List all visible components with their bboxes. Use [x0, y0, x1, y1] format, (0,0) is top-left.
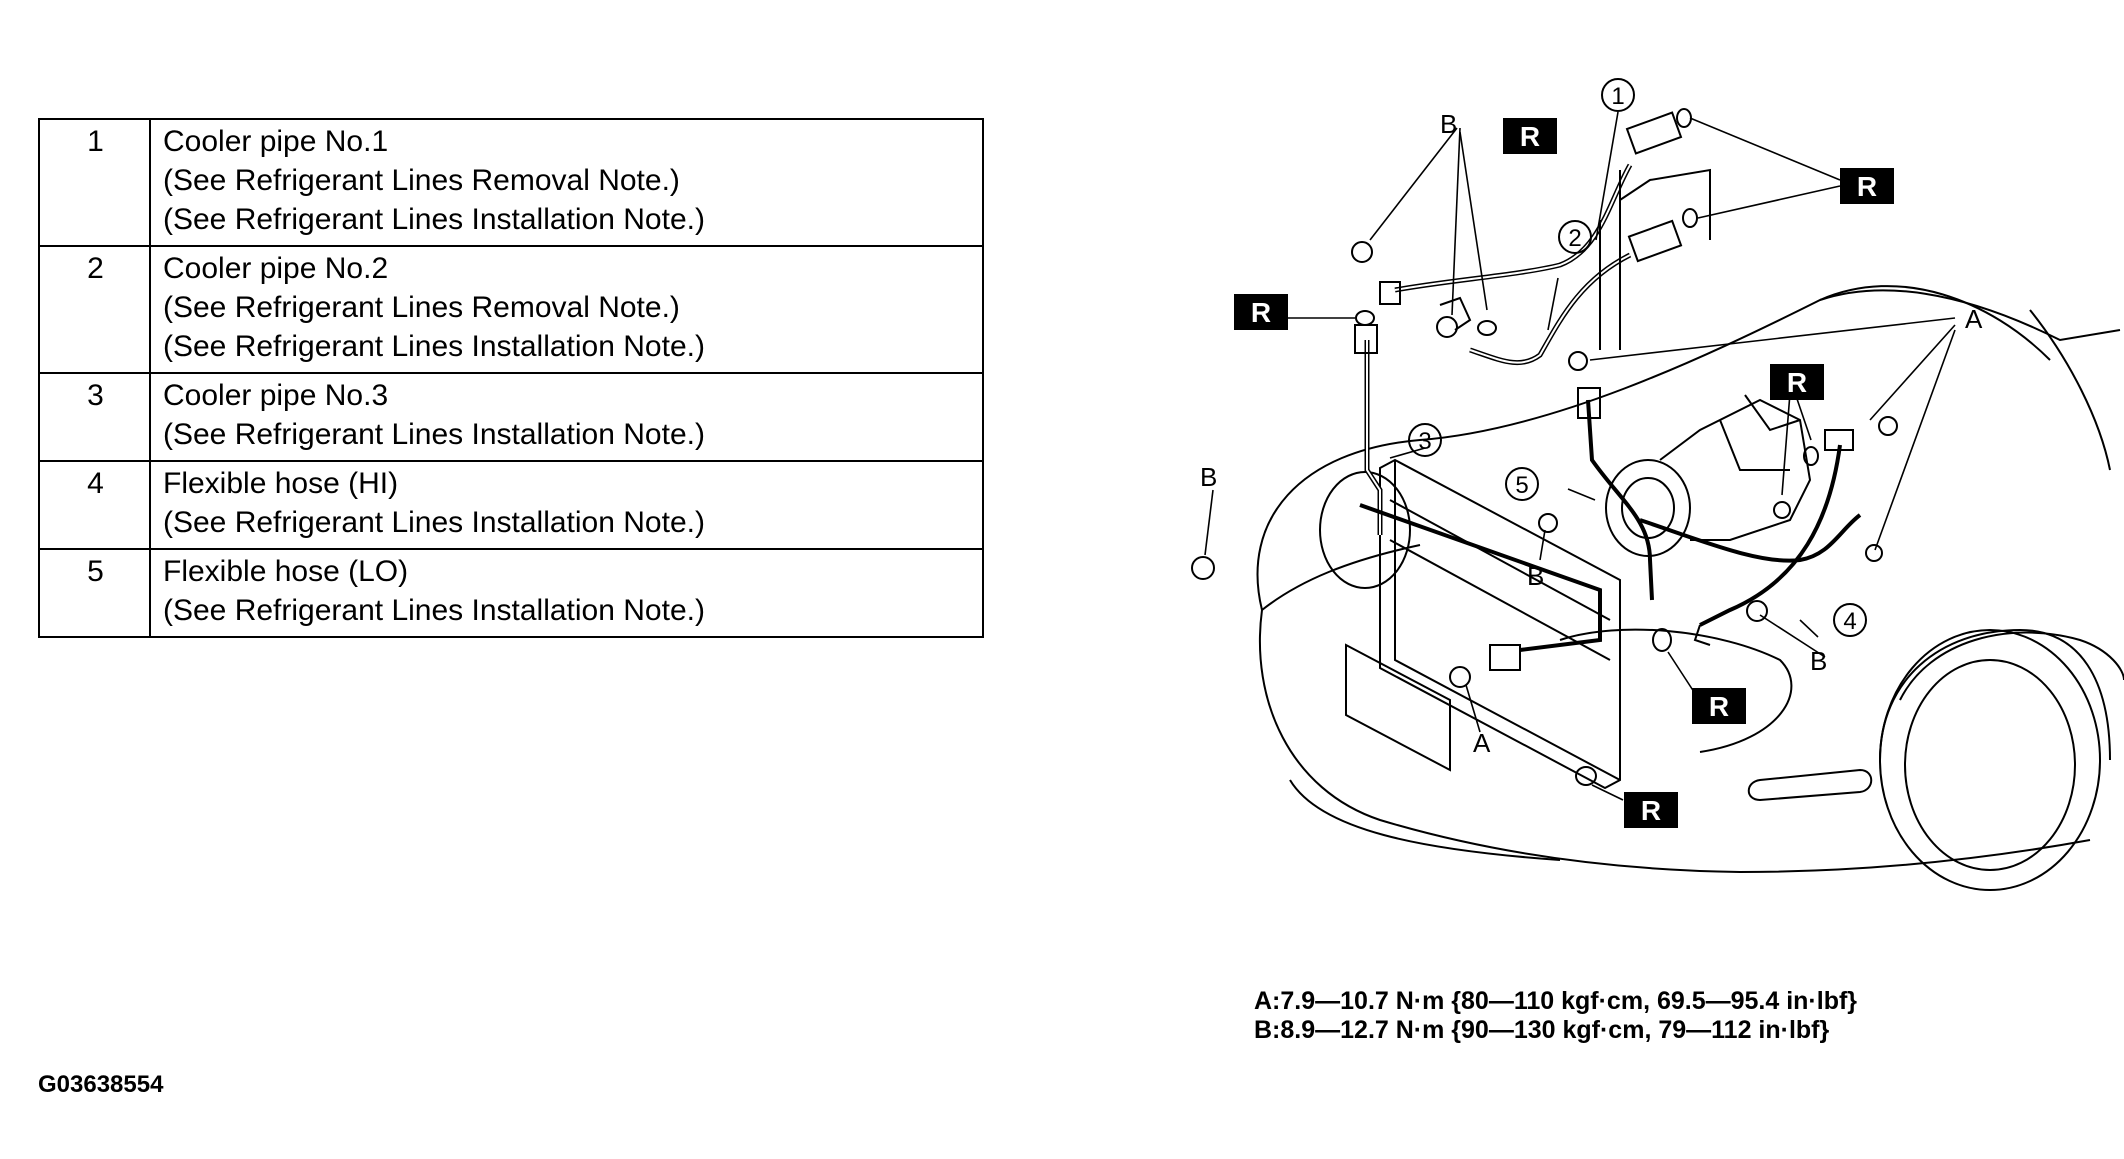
- part-number: 1: [38, 118, 151, 247]
- callout-3: 3: [1408, 423, 1442, 457]
- part-number: 5: [38, 548, 151, 638]
- table-row: 3 Cooler pipe No.3 (See Refrigerant Line…: [38, 372, 984, 462]
- compressor: [1605, 394, 1812, 557]
- fastener-label-a: A: [1965, 304, 1983, 334]
- part-name: Flexible hose (LO): [163, 555, 409, 588]
- part-description: Cooler pipe No.3 (See Refrigerant Lines …: [149, 372, 984, 462]
- part-name: Cooler pipe No.3: [163, 379, 389, 412]
- part-note: (See Refrigerant Lines Installation Note…: [163, 418, 705, 451]
- callout-2: 2: [1558, 220, 1592, 254]
- fastener-label-a: A: [1473, 728, 1491, 758]
- part-name: Cooler pipe No.2: [163, 252, 389, 285]
- table-row: 5 Flexible hose (LO) (See Refrigerant Li…: [38, 548, 984, 638]
- bolt-markers: [1191, 241, 1898, 688]
- svg-text:4: 4: [1843, 608, 1856, 635]
- part-note: (See Refrigerant Lines Removal Note.): [163, 164, 680, 197]
- part-number: 4: [38, 460, 151, 550]
- replace-label: R: [1692, 688, 1746, 724]
- part-number: 2: [38, 245, 151, 374]
- svg-text:R: R: [1520, 121, 1540, 152]
- o-ring-markers: [1355, 108, 1819, 786]
- svg-text:R: R: [1709, 691, 1729, 722]
- replace-label: R: [1840, 168, 1894, 204]
- condenser: [1345, 458, 1621, 790]
- replace-label: R: [1234, 294, 1288, 330]
- svg-text:3: 3: [1418, 428, 1431, 455]
- part-note: (See Refrigerant Lines Installation Note…: [163, 594, 705, 627]
- table-row: 2 Cooler pipe No.2 (See Refrigerant Line…: [38, 245, 984, 374]
- part-description: Flexible hose (LO) (See Refrigerant Line…: [149, 548, 984, 638]
- torque-spec-b: B:8.9—12.7 N·m {90—130 kgf·cm, 79—112 in…: [1254, 1016, 1830, 1044]
- table-row: 1 Cooler pipe No.1 (See Refrigerant Line…: [38, 118, 984, 247]
- table-row: 4 Flexible hose (HI) (See Refrigerant Li…: [38, 460, 984, 550]
- part-description: Cooler pipe No.1 (See Refrigerant Lines …: [149, 118, 984, 247]
- cooler-pipe-1: [1379, 111, 1683, 305]
- part-note: (See Refrigerant Lines Installation Note…: [163, 330, 705, 363]
- torque-spec-a: A:7.9—10.7 N·m {80—110 kgf·cm, 69.5—95.4…: [1254, 987, 1858, 1015]
- part-note: (See Refrigerant Lines Removal Note.): [163, 291, 680, 324]
- replace-label: R: [1503, 118, 1557, 154]
- fastener-label-b: B: [1527, 561, 1544, 591]
- part-note: (See Refrigerant Lines Installation Note…: [163, 203, 705, 236]
- svg-text:1: 1: [1611, 83, 1624, 110]
- svg-text:R: R: [1857, 171, 1877, 202]
- svg-text:5: 5: [1515, 472, 1528, 499]
- callout-4: 4: [1833, 603, 1867, 637]
- mounting-bracket: [1439, 168, 1711, 350]
- svg-text:R: R: [1787, 367, 1807, 398]
- replace-label: R: [1770, 364, 1824, 400]
- part-name: Flexible hose (HI): [163, 467, 399, 500]
- part-description: Cooler pipe No.2 (See Refrigerant Lines …: [149, 245, 984, 374]
- part-name: Cooler pipe No.1: [163, 125, 389, 158]
- leader-lines: [1204, 111, 1956, 801]
- flexible-hose-4: [1693, 429, 1854, 646]
- replace-label: R: [1624, 792, 1678, 828]
- condenser-tag: [1345, 643, 1451, 772]
- callout-1: 1: [1601, 78, 1635, 112]
- part-number: 3: [38, 372, 151, 462]
- parts-table: 1 Cooler pipe No.1 (See Refrigerant Line…: [38, 118, 984, 638]
- svg-text:R: R: [1251, 297, 1271, 328]
- svg-text:R: R: [1641, 795, 1661, 826]
- figure-id: G03638554: [38, 1071, 164, 1098]
- cooler-pipe-3: [1354, 324, 1602, 671]
- fastener-label-b: B: [1200, 462, 1217, 492]
- fastener-label-b: B: [1810, 646, 1827, 676]
- svg-text:2: 2: [1568, 225, 1581, 252]
- callout-5: 5: [1505, 467, 1539, 501]
- fastener-label-b: B: [1440, 109, 1457, 139]
- part-note: (See Refrigerant Lines Installation Note…: [163, 506, 705, 539]
- part-description: Flexible hose (HI) (See Refrigerant Line…: [149, 460, 984, 550]
- cooler-pipe-2: [1469, 219, 1683, 366]
- car-body-outline: [1256, 285, 2124, 891]
